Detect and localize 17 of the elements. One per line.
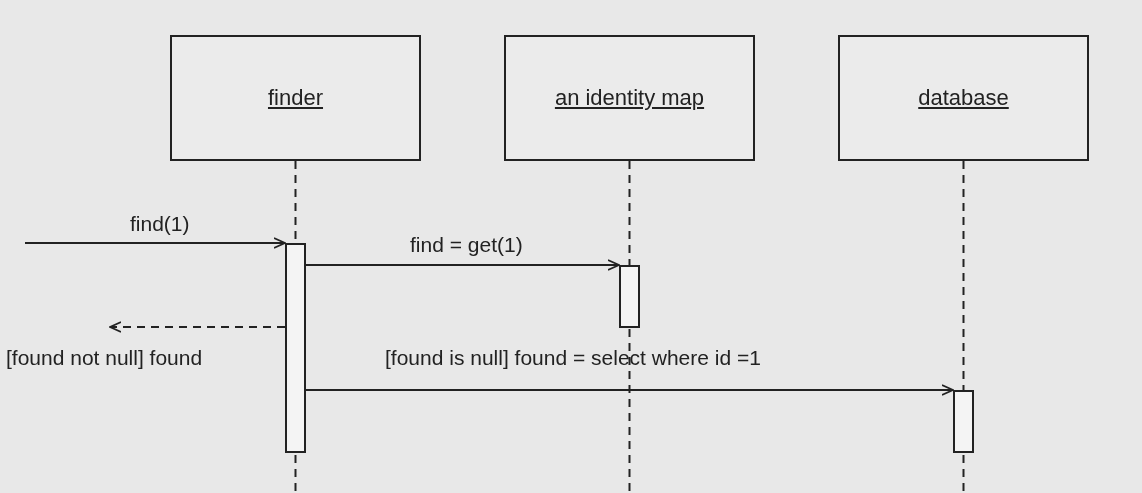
activation-bar [619, 265, 640, 328]
activation-bar [285, 243, 306, 453]
activation-bar [953, 390, 974, 453]
message-arrow [305, 384, 954, 396]
object-name: finder [267, 85, 323, 111]
message-label: [found is null] found = select where id =1 [385, 346, 761, 370]
message-label: find = get(1) [410, 233, 523, 257]
object-name: database [918, 85, 1009, 111]
message-label: [found not null] found [6, 346, 203, 370]
object-name: an identity map [554, 85, 705, 111]
return-message-arrow [109, 321, 286, 333]
message-label: find(1) [130, 212, 190, 236]
lifeline-head-box [170, 35, 421, 161]
message-arrow [24, 237, 286, 249]
message-arrow [305, 259, 620, 271]
lifeline-head-box [504, 35, 755, 161]
lifeline-head-box [838, 35, 1089, 161]
